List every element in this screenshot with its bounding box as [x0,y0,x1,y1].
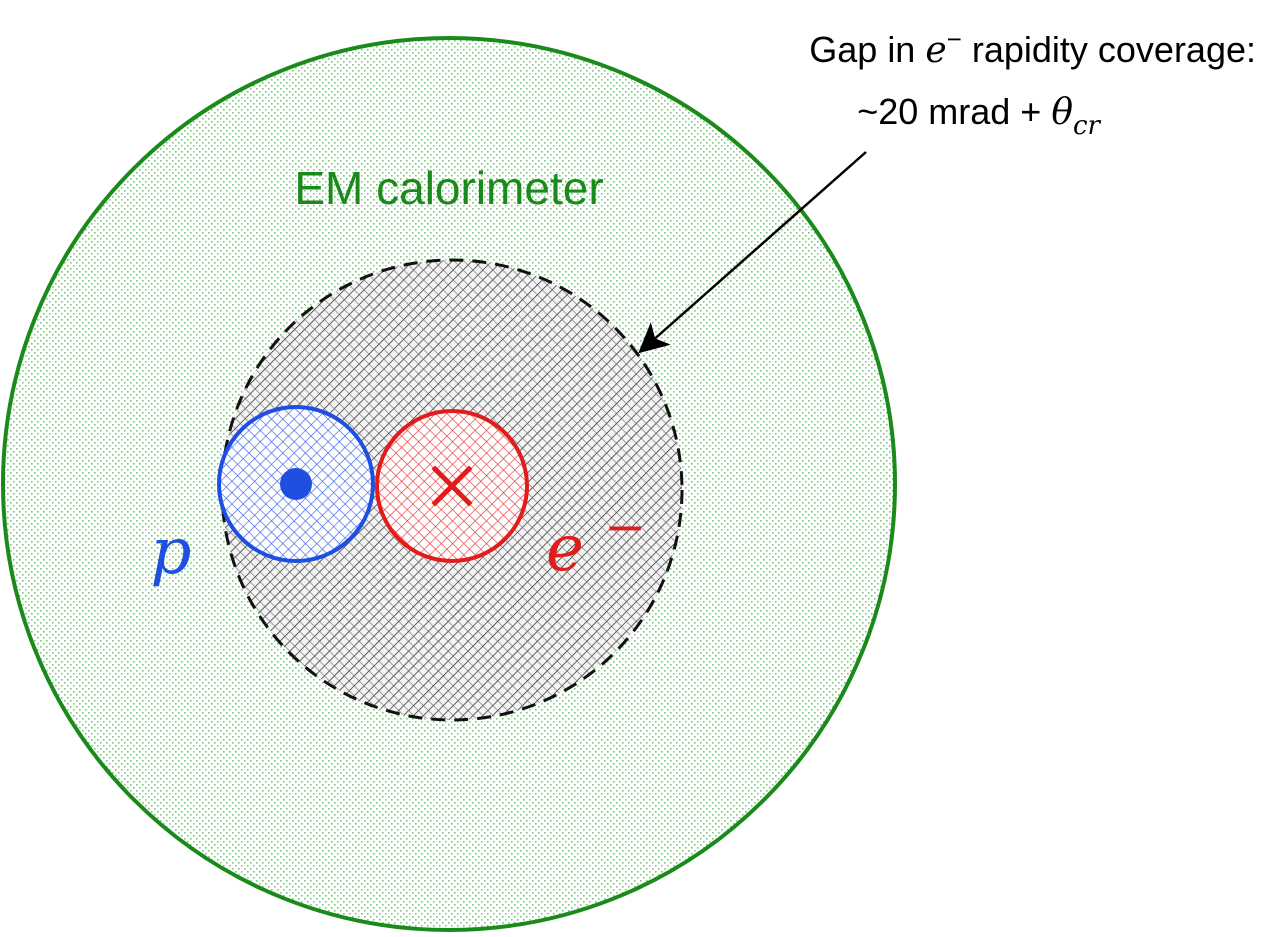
annotation-line-2: ~20 mrad + θcr [857,91,1101,141]
annotation-line-1-math: e [925,30,946,71]
gap-annotation-arrow [638,151,867,354]
electron-label: e − [546,498,646,586]
annotation-line-2-prefix: ~20 mrad + [857,91,1051,132]
electron-label-base: e [546,512,584,586]
annotation-line-1-suffix: rapidity coverage: [962,29,1256,70]
annotation-line-1-sup: − [947,24,962,54]
cross-into-page-icon [431,465,473,507]
annotation-line-1: Gap in e− rapidity coverage: [809,24,1256,71]
calorimeter-label: EM calorimeter [294,162,603,214]
annotation-line-1-prefix: Gap in [809,29,925,70]
annotation-line-2-sub: cr [1073,111,1102,141]
dot-out-of-page-icon [280,468,312,500]
annotation-line-2-math: θ [1051,92,1073,133]
electron-label-sup: − [604,498,646,556]
proton-label: p [151,515,192,589]
